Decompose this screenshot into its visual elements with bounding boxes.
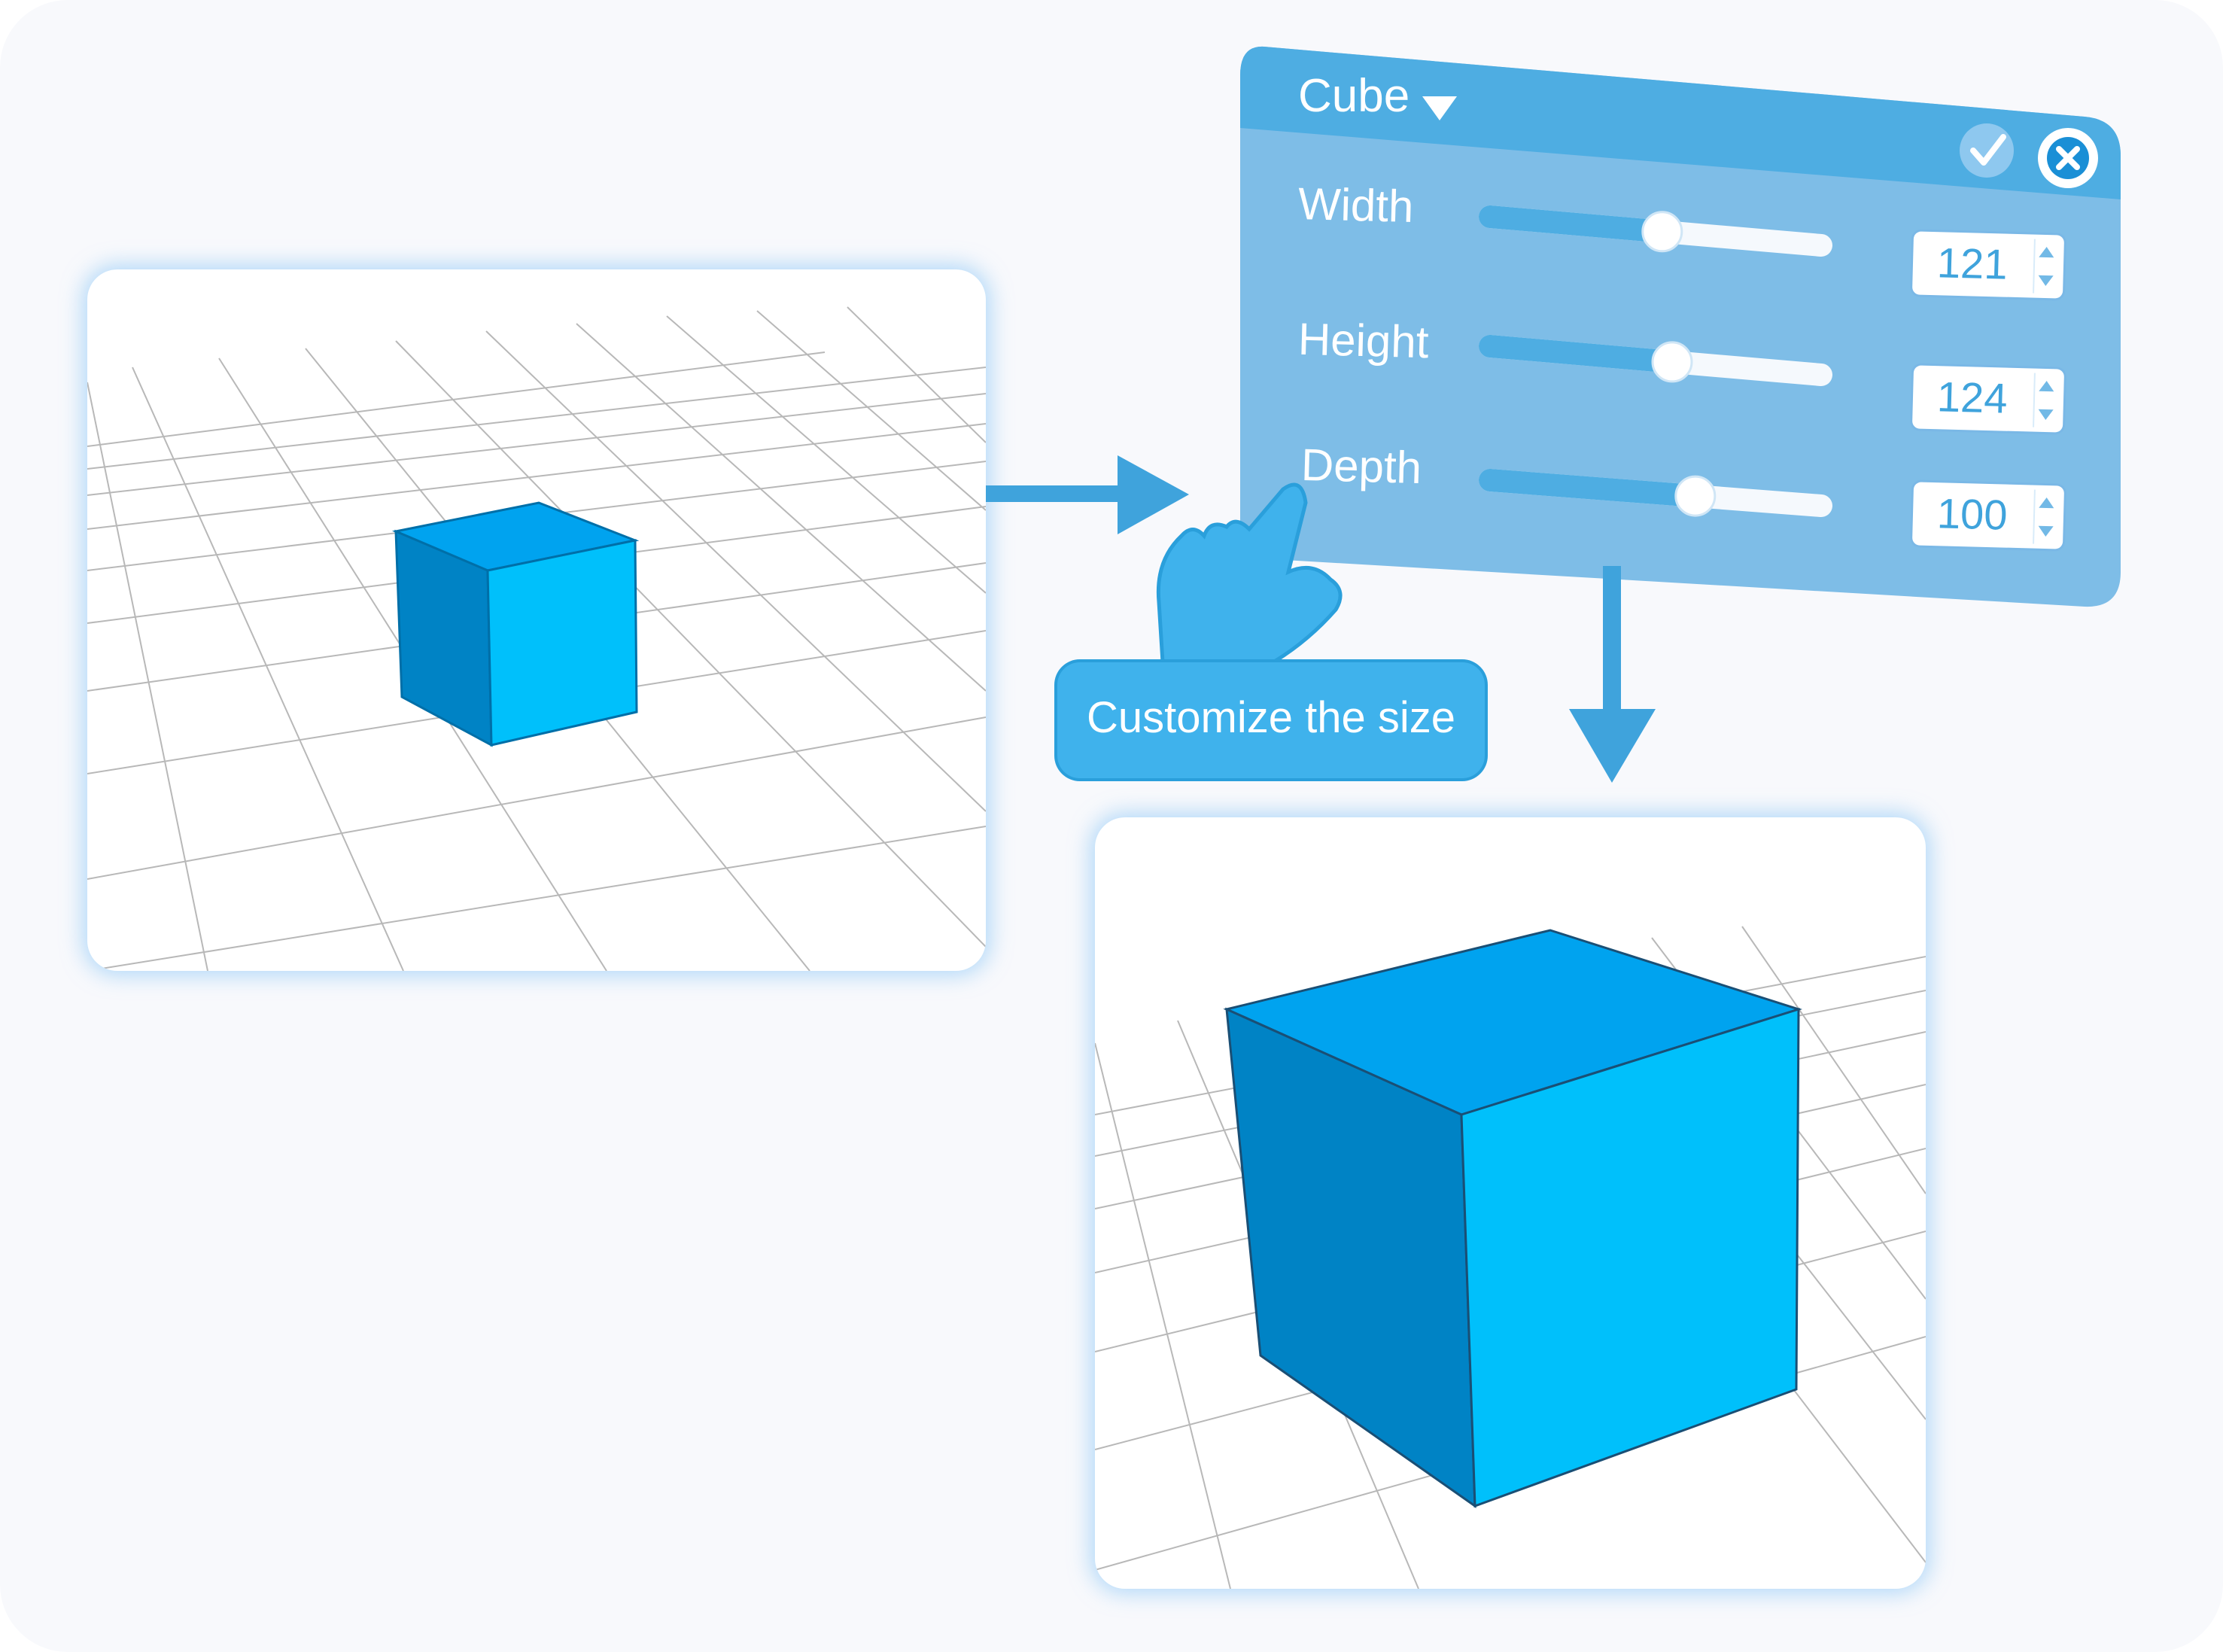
small-cube-right <box>486 539 638 747</box>
panel-body <box>1240 46 2121 607</box>
viewport-small-cube <box>87 269 986 971</box>
viewport-large-cube <box>1095 817 1926 1589</box>
chevron-down-icon[interactable] <box>1422 96 1457 120</box>
large-cube-right <box>1460 1007 1800 1508</box>
height-slider[interactable] <box>1479 335 1832 386</box>
grid-scene-large <box>1095 926 1926 1589</box>
checkmark-icon[interactable] <box>1960 123 2014 178</box>
panel-title[interactable]: Cube <box>1298 70 1410 122</box>
depth-slider[interactable] <box>1479 469 1832 517</box>
panel-header <box>1240 46 2121 200</box>
caption-bubble: Customize the size <box>1057 662 1485 778</box>
arrow-right-icon <box>986 455 1189 534</box>
hand-pointer-icon <box>1156 482 1343 680</box>
caption-text: Customize the size <box>1087 693 1455 742</box>
width-slider[interactable] <box>1479 205 1832 257</box>
grid-scene-small <box>87 306 986 971</box>
cube-settings-panel <box>1240 46 2121 607</box>
arrow-down-icon <box>1569 566 1656 783</box>
close-icon[interactable] <box>2038 128 2098 188</box>
